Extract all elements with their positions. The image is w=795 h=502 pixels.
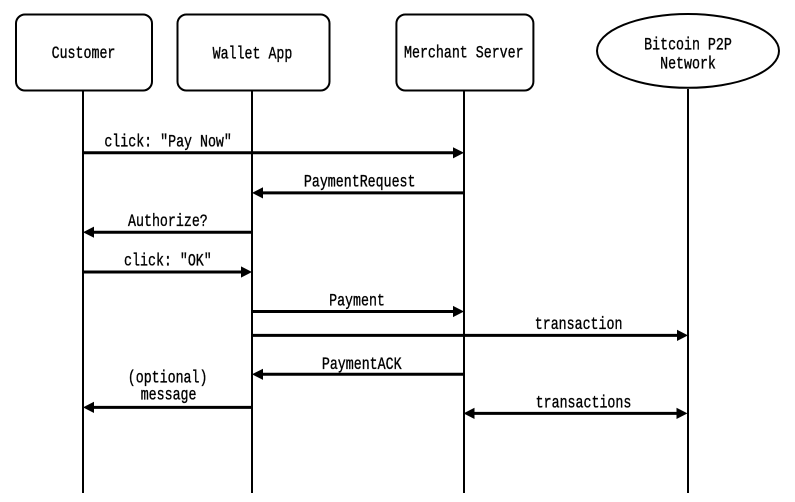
- svg-text:Merchant Server: Merchant Server: [404, 43, 524, 63]
- svg-text:Payment: Payment: [329, 291, 385, 311]
- svg-text:Wallet App: Wallet App: [213, 44, 293, 64]
- svg-text:Customer: Customer: [52, 43, 116, 63]
- svg-text:PaymentRequest: PaymentRequest: [304, 172, 416, 192]
- svg-text:click: "OK": click: "OK": [124, 251, 212, 271]
- svg-text:Network: Network: [660, 54, 716, 74]
- svg-text:message: message: [141, 385, 197, 405]
- svg-text:Authorize?: Authorize?: [128, 211, 208, 231]
- svg-text:Bitcoin P2P: Bitcoin P2P: [644, 35, 732, 55]
- svg-text:click: "Pay Now": click: "Pay Now": [104, 132, 232, 152]
- svg-text:transaction: transaction: [535, 315, 623, 335]
- svg-text:(optional): (optional): [128, 368, 208, 388]
- svg-text:transactions: transactions: [536, 393, 632, 413]
- svg-text:PaymentACK: PaymentACK: [322, 354, 402, 374]
